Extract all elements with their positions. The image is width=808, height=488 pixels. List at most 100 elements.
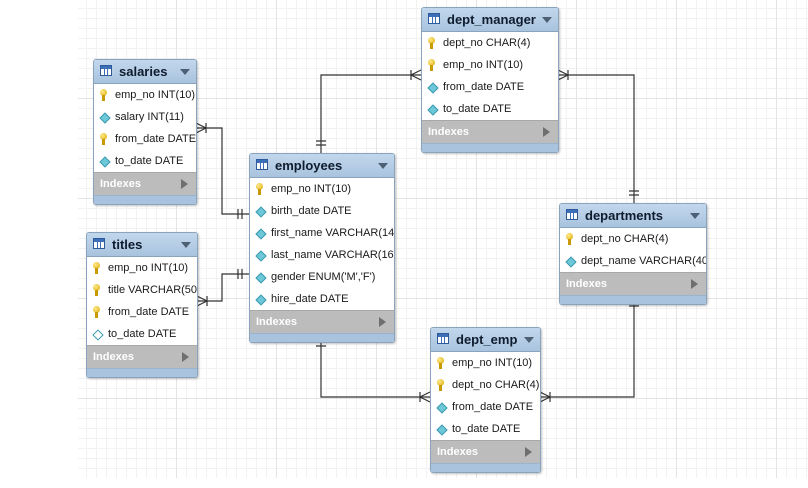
collapse-arrow-icon[interactable] (542, 17, 552, 23)
expand-arrow-icon[interactable] (543, 127, 550, 137)
primary-key-icon (93, 306, 100, 318)
crowfoot-dept_manager-emp (409, 69, 422, 81)
column-row[interactable]: to_date DATE (87, 323, 197, 345)
column-row[interactable]: dept_no CHAR(4) (431, 374, 540, 396)
column-row[interactable]: to_date DATE (431, 418, 540, 440)
expand-arrow-icon[interactable] (379, 317, 386, 327)
indexes-label: Indexes (428, 126, 469, 138)
expand-arrow-icon[interactable] (525, 447, 532, 457)
crowfoot-dept_emp-dept (539, 391, 552, 403)
rel-departments-dept_emp (540, 298, 635, 398)
rel-salaries-employees (196, 127, 249, 215)
crowfoot-dept_manager-dept (557, 69, 570, 81)
one-marker-departments-dept_manager (629, 190, 639, 196)
column-row[interactable]: gender ENUM('M','F') (250, 266, 394, 288)
rel-departments-dept_manager (558, 74, 635, 203)
column-row[interactable]: salary INT(11) (94, 106, 196, 128)
column-label: birth_date DATE (271, 205, 352, 217)
table-employees[interactable]: employees emp_no INT(10) birth_date DATE… (249, 153, 395, 343)
table-icon (437, 333, 449, 344)
table-header[interactable]: dept_emp (431, 328, 540, 352)
column-row[interactable]: dept_name VARCHAR(40) (560, 250, 706, 272)
column-diamond-icon (436, 424, 448, 436)
column-row[interactable]: emp_no INT(10) (250, 178, 394, 200)
table-header[interactable]: salaries (94, 60, 196, 84)
primary-key-icon (100, 133, 107, 145)
column-diamond-icon (99, 112, 111, 124)
table-header[interactable]: dept_manager (422, 8, 558, 32)
indexes-label: Indexes (437, 446, 478, 458)
rel-employees-dept_manager (320, 74, 421, 153)
column-label: gender ENUM('M','F') (271, 271, 376, 283)
column-diamond-icon (565, 256, 577, 268)
collapse-arrow-icon[interactable] (378, 163, 388, 169)
collapse-arrow-icon[interactable] (524, 337, 534, 343)
indexes-section[interactable]: Indexes (87, 345, 197, 368)
table-header[interactable]: titles (87, 233, 197, 257)
table-salaries[interactable]: salaries emp_no INT(10) salary INT(11) f… (93, 59, 197, 205)
table-icon (256, 159, 268, 170)
column-row[interactable]: dept_no CHAR(4) (560, 228, 706, 250)
column-label: from_date DATE (443, 81, 525, 93)
primary-key-icon (93, 262, 100, 274)
table-titles[interactable]: titles emp_no INT(10) title VARCHAR(50) … (86, 232, 198, 378)
collapse-arrow-icon[interactable] (181, 242, 191, 248)
column-label: dept_no CHAR(4) (581, 233, 669, 245)
table-footer (94, 195, 196, 204)
collapse-arrow-icon[interactable] (690, 213, 700, 219)
column-row[interactable]: first_name VARCHAR(14) (250, 222, 394, 244)
column-row[interactable]: birth_date DATE (250, 200, 394, 222)
column-row[interactable]: emp_no INT(10) (431, 352, 540, 374)
column-diamond-icon (427, 104, 439, 116)
crowfoot-titles (196, 295, 209, 307)
column-row[interactable]: title VARCHAR(50) (87, 279, 197, 301)
indexes-section[interactable]: Indexes (431, 440, 540, 463)
primary-key-icon (256, 183, 263, 195)
indexes-section[interactable]: Indexes (94, 172, 196, 195)
table-dept-emp[interactable]: dept_emp emp_no INT(10) dept_no CHAR(4) … (430, 327, 541, 473)
table-departments[interactable]: departments dept_no CHAR(4) dept_name VA… (559, 203, 707, 305)
column-label: emp_no INT(10) (108, 262, 189, 274)
column-row[interactable]: emp_no INT(10) (87, 257, 197, 279)
column-row[interactable]: to_date DATE (94, 150, 196, 172)
column-row[interactable]: hire_date DATE (250, 288, 394, 310)
column-diamond-icon (255, 228, 267, 240)
column-label: to_date DATE (108, 328, 177, 340)
column-diamond-icon (255, 272, 267, 284)
indexes-section[interactable]: Indexes (422, 120, 558, 143)
column-row[interactable]: dept_no CHAR(4) (422, 32, 558, 54)
expand-arrow-icon[interactable] (181, 179, 188, 189)
table-name: dept_manager (447, 12, 536, 27)
table-name: titles (112, 237, 143, 252)
indexes-label: Indexes (100, 178, 141, 190)
column-diamond-icon (427, 82, 439, 94)
table-header[interactable]: employees (250, 154, 394, 178)
column-label: to_date DATE (443, 103, 512, 115)
column-row[interactable]: to_date DATE (422, 98, 558, 120)
column-row[interactable]: from_date DATE (431, 396, 540, 418)
column-diamond-icon (255, 250, 267, 262)
primary-key-icon (437, 357, 444, 369)
primary-key-icon (437, 379, 444, 391)
column-label: dept_no CHAR(4) (443, 37, 531, 49)
table-footer (422, 143, 558, 152)
column-row[interactable]: last_name VARCHAR(16) (250, 244, 394, 266)
table-footer (87, 368, 197, 377)
column-row[interactable]: emp_no INT(10) (94, 84, 196, 106)
rel-employees-dept_emp (320, 336, 430, 398)
column-row[interactable]: from_date DATE (422, 76, 558, 98)
table-header[interactable]: departments (560, 204, 706, 228)
column-row[interactable]: from_date DATE (87, 301, 197, 323)
table-name: dept_emp (456, 332, 518, 347)
indexes-section[interactable]: Indexes (560, 272, 706, 295)
table-name: employees (275, 158, 343, 173)
expand-arrow-icon[interactable] (182, 352, 189, 362)
table-dept-manager[interactable]: dept_manager dept_no CHAR(4) emp_no INT(… (421, 7, 559, 153)
collapse-arrow-icon[interactable] (180, 69, 190, 75)
column-row[interactable]: from_date DATE (94, 128, 196, 150)
expand-arrow-icon[interactable] (691, 279, 698, 289)
crowfoot-dept_emp-emp (418, 391, 431, 403)
column-row[interactable]: emp_no INT(10) (422, 54, 558, 76)
indexes-section[interactable]: Indexes (250, 310, 394, 333)
